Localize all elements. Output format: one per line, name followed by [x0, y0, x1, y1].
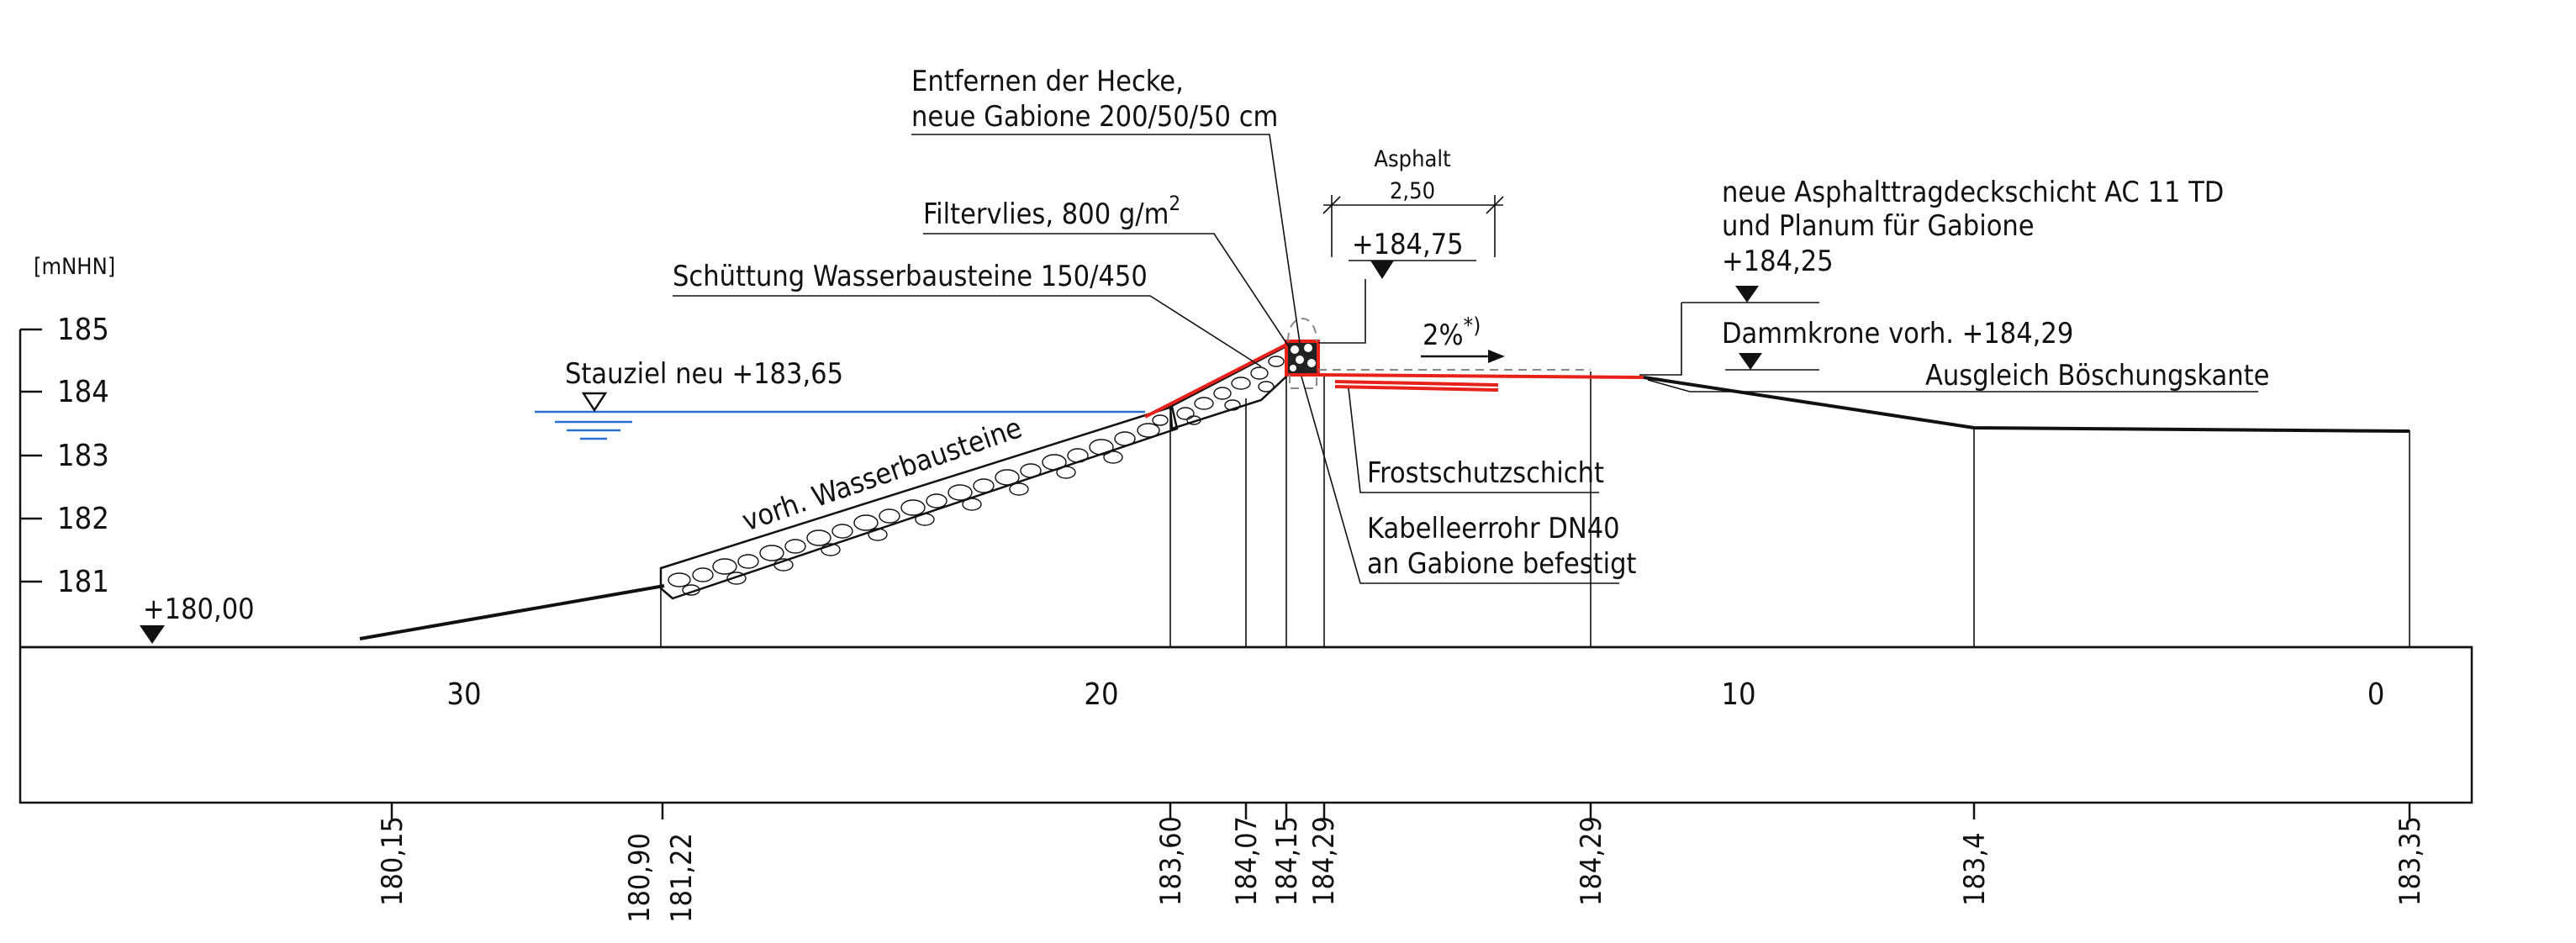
frost-layer-line	[1334, 380, 1499, 387]
asphalt-dimension: Asphalt 2,50	[1322, 146, 1504, 257]
level-marker-triangle	[1735, 286, 1759, 303]
station-tick-label: 30	[446, 677, 481, 712]
kabel-label-line2: an Gabione befestigt	[1367, 547, 1637, 581]
gabion-foundation-outline	[1289, 375, 1317, 389]
level-18000: +180,00	[140, 593, 255, 644]
asphalt-layer	[1317, 369, 1644, 392]
station-table: 30 20 10 0 180,15 180,90 181,22 183,60 1…	[18, 645, 2473, 923]
bottom-elevation-value: 181,22	[665, 833, 699, 923]
level-18475: +184,75	[1318, 228, 1476, 344]
level-18425-label: +184,25	[1722, 245, 1834, 278]
bottom-elevation-value: 184,07	[1230, 816, 1264, 906]
slope-arrow-head	[1488, 350, 1505, 363]
level-marker-triangle	[1370, 261, 1394, 279]
ausgleich-label: Ausgleich Böschungskante	[1925, 359, 2269, 392]
new-fill-outline	[1169, 344, 1288, 430]
level-marker-triangle	[140, 625, 165, 644]
hecke-label-line2: neue Gabione 200/50/50 cm	[911, 100, 1278, 134]
bottom-elevation-value: 183,35	[2394, 816, 2427, 906]
filtervlies-line	[1144, 343, 1287, 419]
water-level: Stauziel neu +183,65	[535, 357, 1145, 440]
kabel-label-line1: Kabelleerrohr DN40	[1367, 512, 1620, 545]
revetment-stones	[668, 414, 1169, 596]
water-level-triangle	[581, 392, 608, 413]
elevation-axis: [mNHN] 185 184 183 182 181	[18, 254, 115, 647]
existing-revetment-label: vorh. Wasserbausteine	[738, 411, 1027, 538]
existing-slope-toe	[359, 584, 665, 640]
filtervlies-leader	[923, 233, 1291, 349]
level-18000-label: +180,00	[143, 593, 255, 626]
bottom-elevation-value: 184,15	[1270, 816, 1304, 906]
station-drop-lines	[660, 371, 2410, 647]
callout-frostschutz: Frostschutzschicht	[1348, 387, 1604, 493]
existing-landside-ground	[1643, 376, 2410, 433]
table-frame	[18, 645, 2473, 804]
asphalt-new-line2: und Planum für Gabione	[1722, 209, 2035, 243]
callout-schuettung: Schüttung Wasserbausteine 150/450	[673, 260, 1262, 367]
elevation-tick-label: 185	[57, 313, 109, 347]
frostschutz-leader	[1348, 387, 1599, 493]
asphalt-label: Asphalt	[1374, 146, 1450, 172]
slope-label: 2%*)	[1423, 313, 1481, 352]
station-tick-label: 10	[1721, 677, 1755, 712]
hedge-outline	[1287, 318, 1317, 342]
bottom-elevation-value: 180,90	[623, 833, 657, 923]
dammkrone-label: Dammkrone vorh. +184,29	[1722, 317, 2073, 350]
elevation-tick-label: 181	[57, 565, 109, 599]
elevation-tick-label: 182	[57, 502, 109, 536]
level-18475-label: +184,75	[1352, 228, 1464, 261]
level-marker-triangle	[1739, 353, 1762, 370]
frostschutz-label: Frostschutzschicht	[1367, 456, 1604, 490]
kabel-leader	[1301, 376, 1619, 584]
bottom-elevation-value: 184,29	[1307, 816, 1341, 906]
callout-asphalt-new: neue Asphalttragdeckschicht AC 11 TD und…	[1639, 176, 2224, 376]
hecke-label-line1: Entfernen der Hecke,	[911, 65, 1184, 98]
bottom-elevation-value: 180,15	[376, 816, 409, 906]
bottom-elevation-value: 184,29	[1575, 816, 1608, 906]
asphalt-width-label: 2,50	[1390, 178, 1435, 204]
callout-filtervlies: Filtervlies, 800 g/m2	[923, 192, 1291, 349]
elevation-tick-label: 184	[57, 375, 109, 409]
filtervlies-label: Filtervlies, 800 g/m2	[923, 192, 1180, 231]
elevation-tick-label: 183	[57, 439, 109, 473]
schuettung-label: Schüttung Wasserbausteine 150/450	[673, 260, 1148, 293]
frost-layer-line-lower	[1334, 385, 1499, 392]
station-tick-label: 0	[2367, 677, 2385, 712]
callout-kabel: Kabelleerrohr DN40 an Gabione befestigt	[1301, 376, 1637, 584]
asphalt-new-leader	[1639, 303, 1682, 376]
asphalt-new-line1: neue Asphalttragdeckschicht AC 11 TD	[1722, 176, 2224, 209]
callout-ausgleich: Ausgleich Böschungskante	[1647, 359, 2269, 392]
slope-indicator: 2%*)	[1421, 313, 1505, 363]
new-stone-fill	[1144, 343, 1288, 430]
schuettung-leader	[673, 295, 1262, 367]
new-asphalt-line	[1317, 373, 1644, 379]
station-tick-label: 20	[1084, 677, 1118, 712]
gabion	[1285, 318, 1320, 389]
hecke-leader	[911, 134, 1301, 344]
bottom-elevation-value: 183,4	[1958, 832, 1992, 906]
ausgleich-leader	[1647, 379, 2258, 392]
bottom-elevation-value: 183,60	[1154, 816, 1188, 906]
stauziel-label: Stauziel neu +183,65	[565, 357, 843, 391]
level-18475-leader	[1318, 279, 1366, 344]
ground-profile	[359, 376, 2410, 640]
revetment-outline	[659, 405, 1179, 600]
existing-revetment	[659, 405, 1179, 600]
callout-hecke: Entfernen der Hecke, neue Gabione 200/50…	[911, 65, 1301, 344]
callout-dammkrone: Dammkrone vorh. +184,29	[1722, 317, 2073, 371]
unit-label: [mNHN]	[34, 254, 115, 280]
